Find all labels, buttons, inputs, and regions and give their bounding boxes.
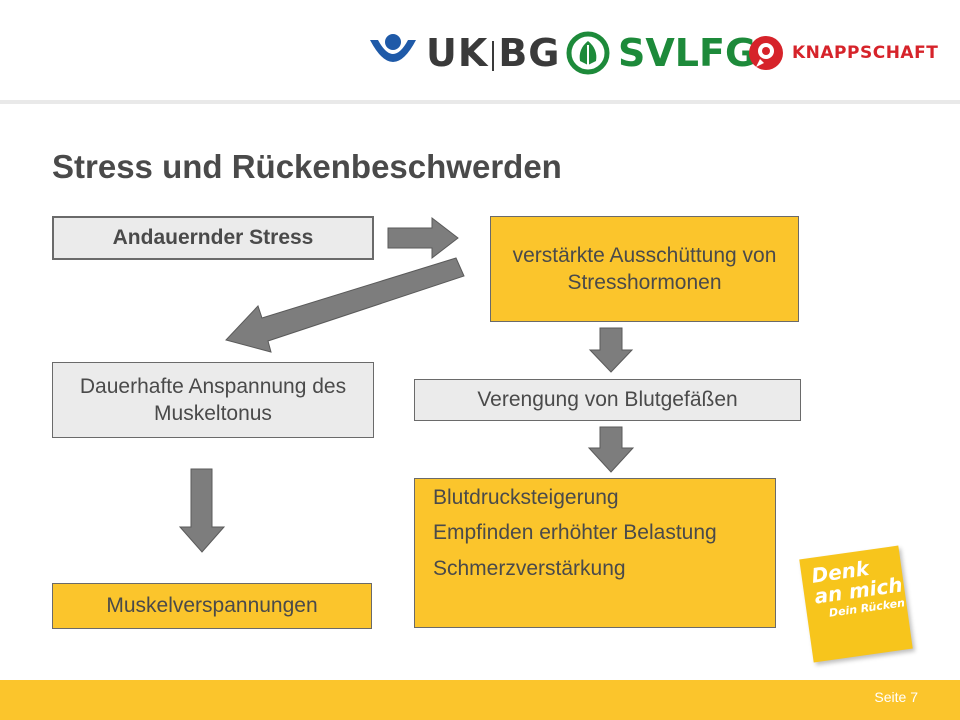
- list-item: Empfinden erhöhter Belastung: [433, 521, 717, 545]
- box-andauernder-stress: Andauernder Stress: [52, 216, 374, 260]
- ukbg-bg: BG: [498, 31, 561, 75]
- ukbg-emblem-icon: [370, 34, 416, 62]
- svlfg-logo: SVLFG: [566, 28, 756, 78]
- arrow-down-muskel: [178, 468, 226, 553]
- knappschaft-logo: KNAPPSCHAFT: [746, 28, 938, 78]
- arrow-diagonal-left: [225, 257, 465, 353]
- header-divider: [0, 100, 960, 104]
- ukbg-uk: UK: [426, 31, 489, 75]
- list-item: Blutdrucksteigerung: [433, 486, 619, 509]
- footer-bar: Seite 7: [0, 680, 960, 720]
- box-blutdruck: Blutdrucksteigerung Empfinden erhöhter B…: [414, 478, 776, 628]
- box-blutgefaesse: Verengung von Blutgefäßen: [414, 379, 801, 421]
- list-item: Schmerzverstärkung: [433, 556, 626, 580]
- box-stresshormone: verstärkte Ausschüttung von Stresshormon…: [490, 216, 799, 322]
- blutdruck-list: Blutdrucksteigerung Empfinden erhöhter B…: [433, 485, 717, 591]
- arrow-down-hormone: [588, 327, 634, 373]
- svlfg-emblem-icon: [566, 31, 610, 75]
- box-muskeltonus: Dauerhafte Anspannung des Muskeltonus: [52, 362, 374, 438]
- slide-title: Stress und Rückenbeschwerden: [52, 148, 562, 185]
- knappschaft-emblem-icon: [749, 36, 783, 70]
- sticky-note-logo: Denk an mich Dein Rücken: [799, 545, 913, 663]
- arrow-right: [387, 216, 459, 260]
- arrow-down-gefaess: [587, 426, 635, 473]
- box-muskelverspannungen: Muskelverspannungen: [52, 583, 372, 629]
- page-number: Seite 7: [874, 689, 918, 705]
